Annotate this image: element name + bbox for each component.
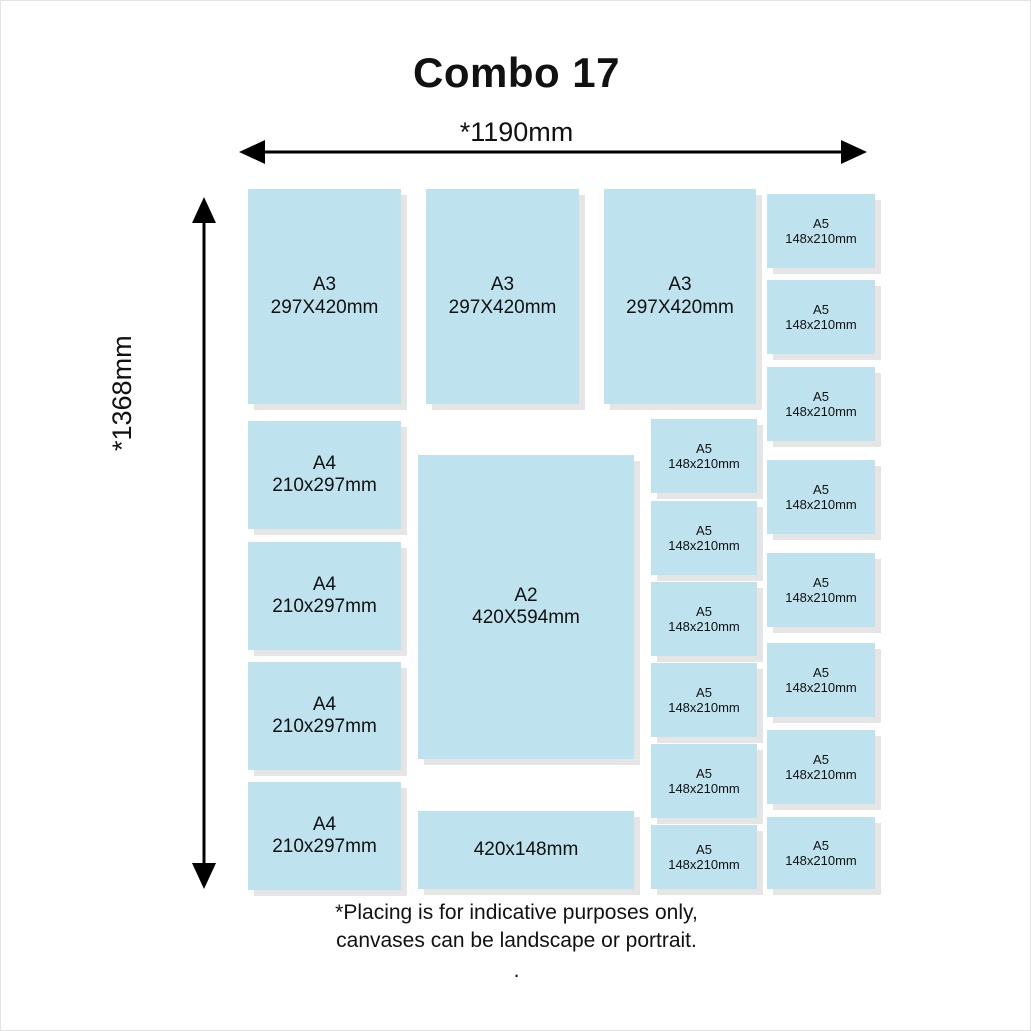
tile-format-label: A5 [813, 388, 829, 404]
tile-format-label: A3 [668, 274, 692, 296]
width-dimension-arrow-icon [239, 140, 867, 164]
tile-size-label: 148x210mm [785, 767, 857, 782]
tile-format-label: A4 [312, 813, 337, 835]
tile-size-label: 148x210mm [668, 538, 740, 553]
footnote-text: *Placing is for indicative purposes only… [1, 899, 1030, 956]
canvas-tile: 420x148mm [418, 811, 634, 889]
tile-format-label: A5 [696, 522, 712, 538]
tile-format-label: A5 [696, 684, 712, 700]
tile-size-label: 210x297mm [272, 716, 377, 737]
tile-size-label: 210x297mm [272, 836, 377, 857]
tile-format-label: A4 [312, 573, 337, 595]
height-dimension-arrow-icon [192, 197, 216, 889]
tile-size-label: 148x210mm [785, 231, 857, 246]
tile-format-label: A4 [312, 693, 337, 715]
tile-size-label: 210x297mm [272, 596, 377, 617]
tile-size-label: 148x210mm [668, 619, 740, 634]
tile-format-label: A5 [813, 301, 829, 317]
tile-format-label: A2 [514, 584, 538, 606]
tile-size-label: 148x210mm [785, 497, 857, 512]
tile-size-label: 297X420mm [270, 296, 379, 318]
width-dimension-label: *1190mm [459, 117, 574, 147]
tile-size-label: 148x210mm [668, 857, 740, 872]
tile-format-label: A5 [813, 481, 829, 497]
tile-size-label: 148x210mm [785, 317, 857, 332]
page-title: Combo 17 [412, 49, 621, 96]
tile-format-label: A5 [813, 664, 829, 680]
tile-format-label: A4 [312, 452, 337, 474]
tile-size-label: 148x210mm [668, 781, 740, 796]
tile-size-label: 148x210mm [785, 404, 857, 419]
height-dimension-label: *1368mm [107, 335, 137, 451]
footnote-dot: . [513, 959, 520, 982]
tile-format-label: A3 [312, 274, 337, 296]
tile-size-label: 148x210mm [785, 680, 857, 695]
tile-size-label: 297X420mm [626, 296, 734, 318]
footnote-line-1: *Placing is for indicative purposes only… [335, 901, 698, 924]
tile-size-label: 148x210mm [668, 456, 740, 471]
tile-format-label: A3 [490, 274, 515, 296]
tile-size-label: 210x297mm [272, 475, 377, 496]
tile-size-label: 148x210mm [785, 853, 857, 868]
tile-format-label: A5 [813, 215, 829, 231]
tile-format-label: A5 [813, 574, 829, 590]
tile-format-label: A5 [696, 440, 712, 456]
tile-format-label: A5 [696, 765, 712, 781]
tile-size-label: 148x210mm [785, 590, 857, 605]
tile-size-label: 420x148mm [473, 838, 579, 860]
tile-format-label: A5 [696, 603, 712, 619]
tile-format-label: A5 [813, 751, 829, 767]
footnote-line-2: canvases can be landscape or portrait. [336, 929, 697, 953]
tile-size-label: 420X594mm [472, 607, 580, 628]
tile-size-label: 148x210mm [668, 700, 740, 715]
tile-size-label: 297X420mm [448, 296, 557, 318]
tile-format-label: A5 [813, 837, 829, 853]
tile-format-label: A5 [696, 841, 712, 857]
